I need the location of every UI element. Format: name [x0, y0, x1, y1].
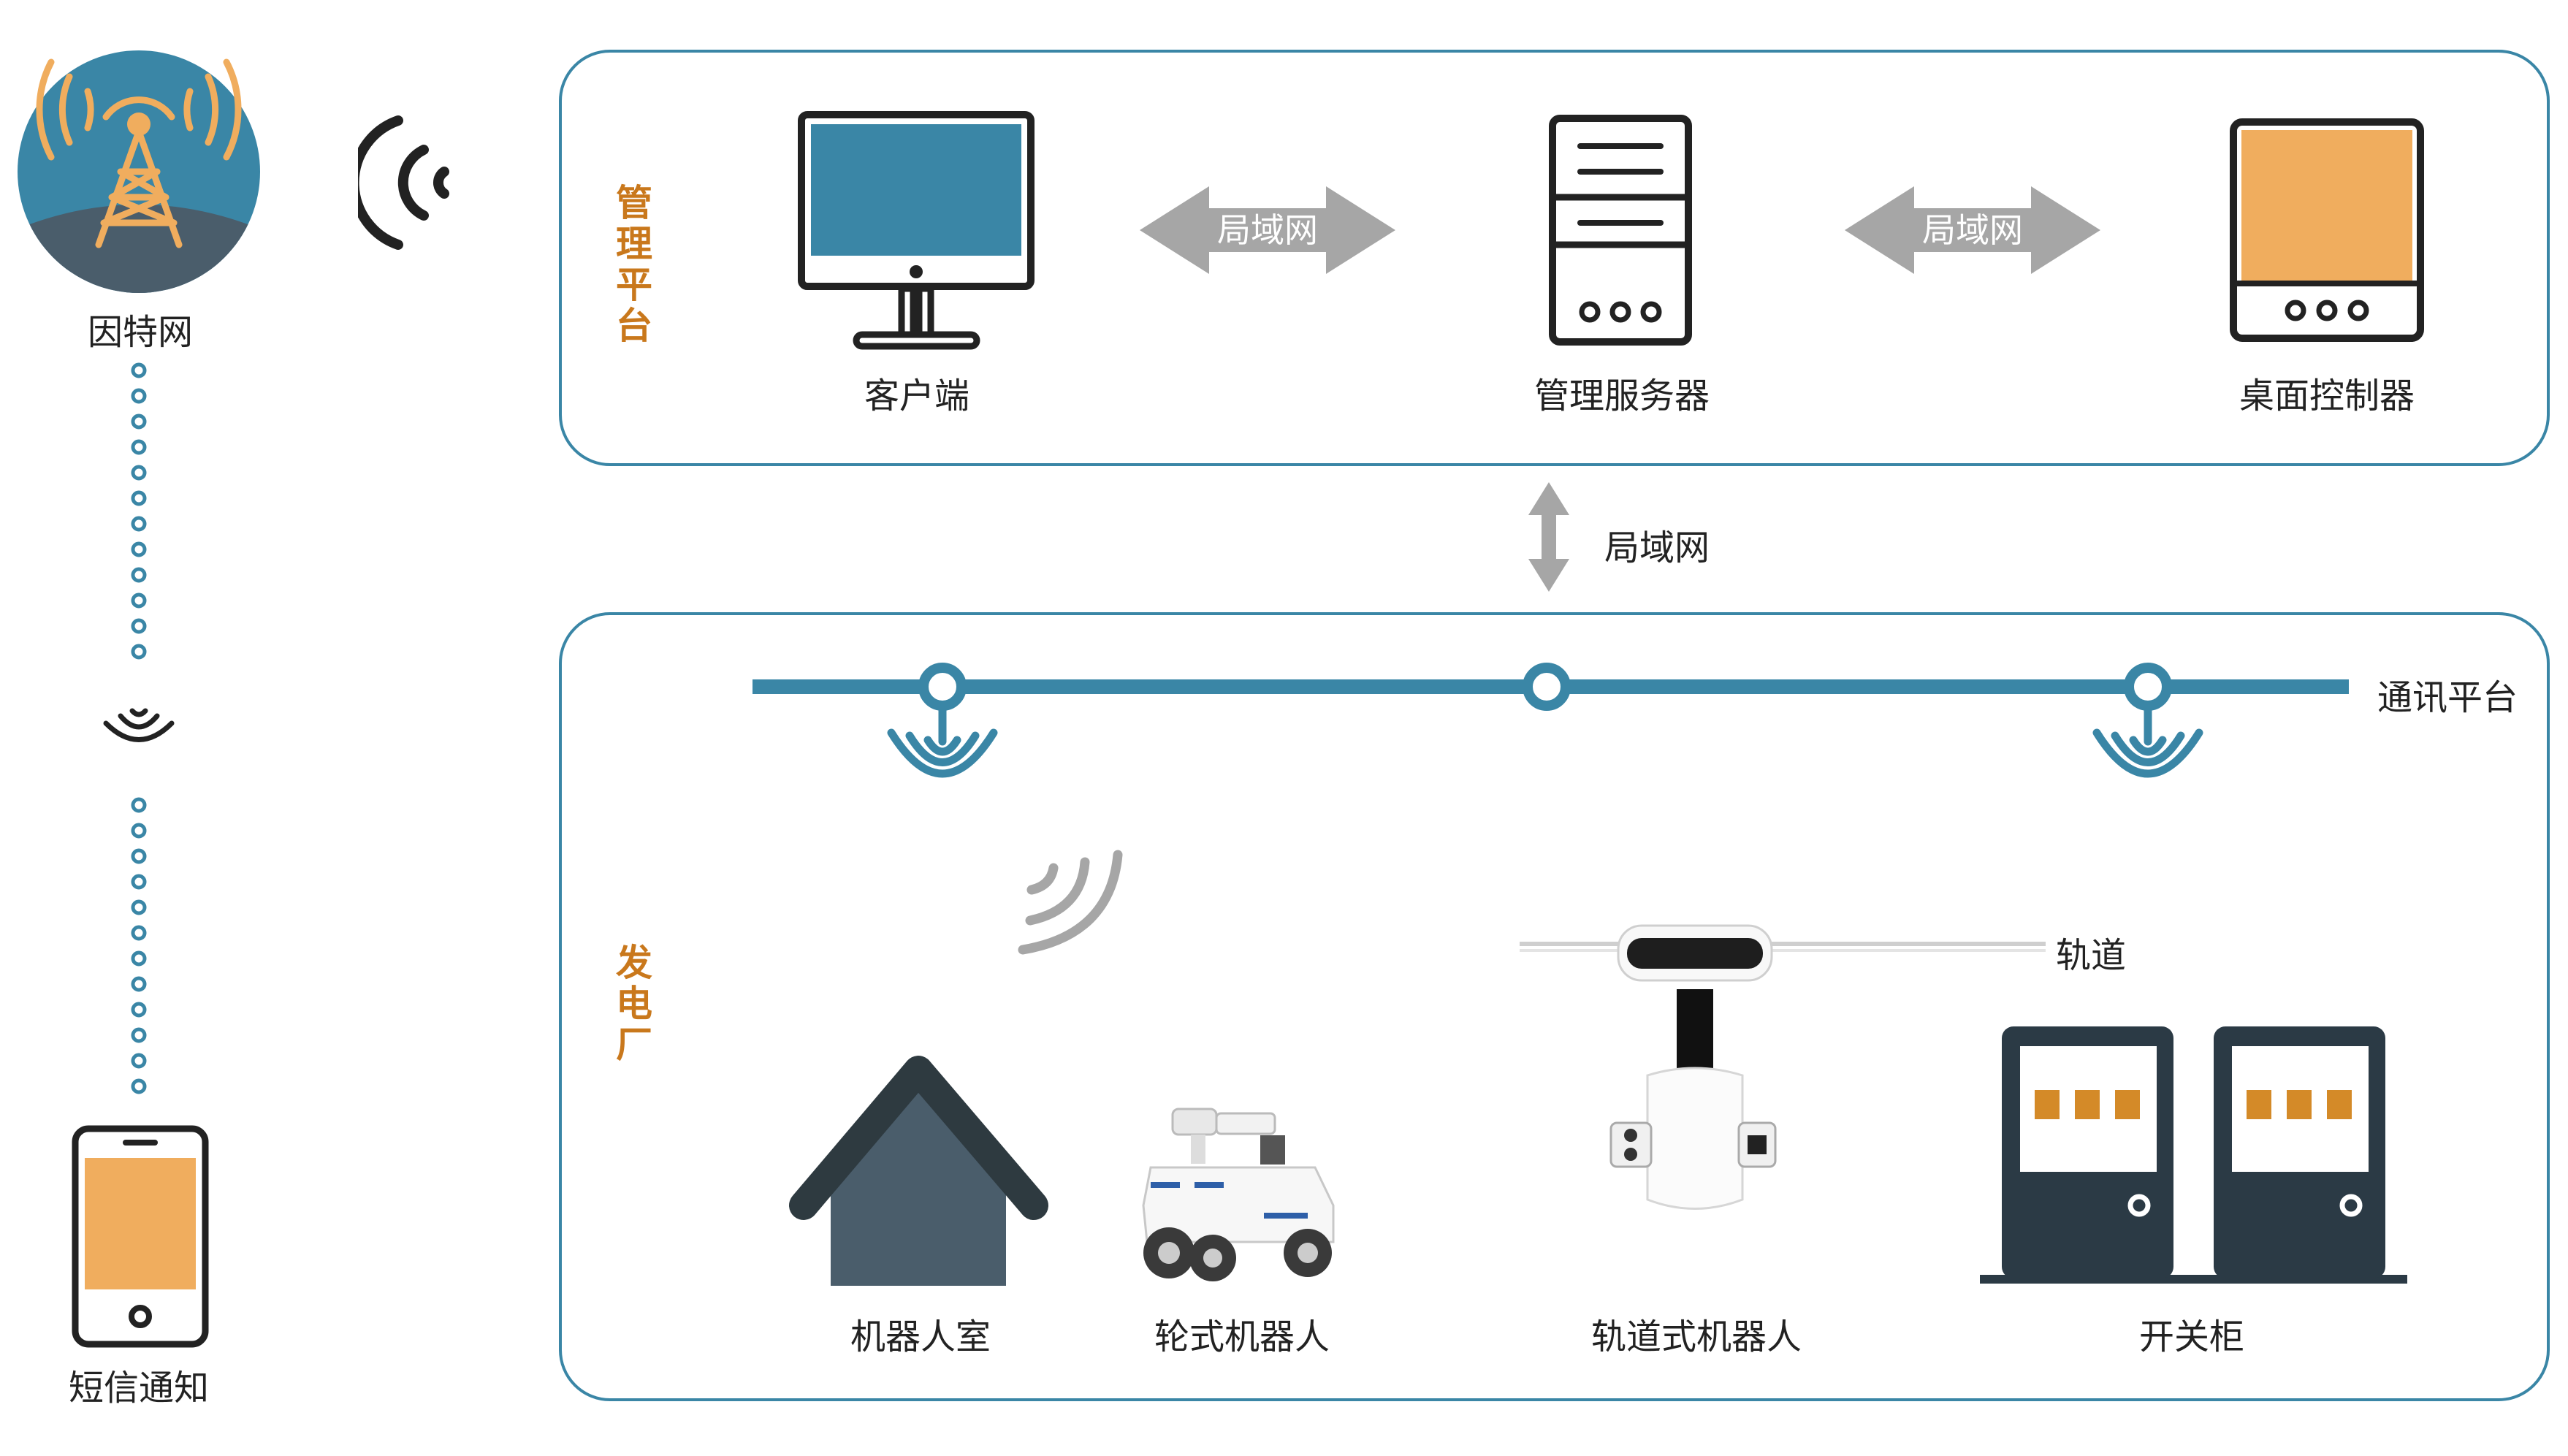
small-signal-icon	[99, 705, 179, 756]
wheeled-robot-image	[1132, 1103, 1344, 1286]
link-dot	[131, 388, 147, 404]
link-dot	[131, 362, 147, 378]
dotted-link-lower	[124, 796, 153, 1110]
link-dot	[131, 1078, 147, 1094]
lan-left-text: 局域网	[1217, 210, 1318, 250]
client-label: 客户端	[864, 376, 970, 416]
link-dot	[131, 516, 147, 532]
link-dot	[131, 899, 147, 915]
rail-robot-image	[1604, 922, 1786, 1218]
link-dot	[131, 874, 147, 890]
track-label: 轨道	[2055, 935, 2127, 976]
link-dot	[131, 592, 147, 609]
robot-room-house-icon	[789, 1030, 1048, 1286]
robot-wifi-icon	[1016, 847, 1125, 957]
sms-label: 短信通知	[68, 1368, 210, 1409]
lan-right-text: 局域网	[1922, 210, 2023, 250]
server-label: 管理服务器	[1533, 376, 1710, 416]
link-dot	[131, 1002, 147, 1018]
desktop-controller-icon	[2228, 117, 2426, 343]
mobile-phone-icon	[72, 1125, 209, 1348]
link-dot	[131, 618, 147, 634]
robot-room-label: 机器人室	[850, 1316, 991, 1357]
communication-platform-label: 通讯平台	[2377, 677, 2518, 718]
internet-label: 因特网	[87, 312, 194, 353]
lan-arrow-left: 局域网	[1140, 186, 1395, 274]
link-dot	[131, 413, 147, 430]
management-server-icon	[1547, 113, 1693, 347]
switch-cabinet-label: 开关柜	[2138, 1316, 2245, 1357]
link-dot	[131, 567, 147, 583]
link-dot	[131, 950, 147, 967]
power-plant-label: 发电厂	[616, 942, 652, 1066]
link-dot	[131, 848, 147, 864]
link-dot	[131, 644, 147, 660]
link-dot	[131, 541, 147, 557]
management-platform-panel	[559, 50, 2550, 466]
client-monitor-icon	[796, 110, 1037, 351]
link-dot	[131, 490, 147, 506]
link-dot	[131, 1053, 147, 1069]
link-dot	[131, 465, 147, 481]
management-platform-label: 管理平台	[616, 182, 652, 347]
wifi-signal-icon	[348, 110, 460, 256]
link-dot	[131, 823, 147, 839]
link-dot	[131, 1027, 147, 1043]
dotted-link-upper	[124, 362, 153, 668]
switch-cabinet-icon	[1980, 1023, 2407, 1286]
rail-track	[1520, 924, 2046, 968]
power-plant-panel	[559, 612, 2550, 1401]
lan-arrow-right: 局域网	[1845, 186, 2100, 274]
communication-bus	[749, 654, 2356, 829]
lan-vertical-arrow	[1527, 482, 1571, 592]
link-dot	[131, 925, 147, 941]
link-dot	[131, 797, 147, 813]
link-dot	[131, 439, 147, 455]
rail-robot-label: 轨道式机器人	[1590, 1316, 1802, 1357]
lan-link-label: 局域网	[1604, 527, 1710, 568]
link-dot	[131, 976, 147, 992]
internet-tower-icon	[15, 47, 263, 296]
wheeled-robot-label: 轮式机器人	[1154, 1316, 1330, 1357]
desktop-controller-label: 桌面控制器	[2239, 376, 2415, 416]
